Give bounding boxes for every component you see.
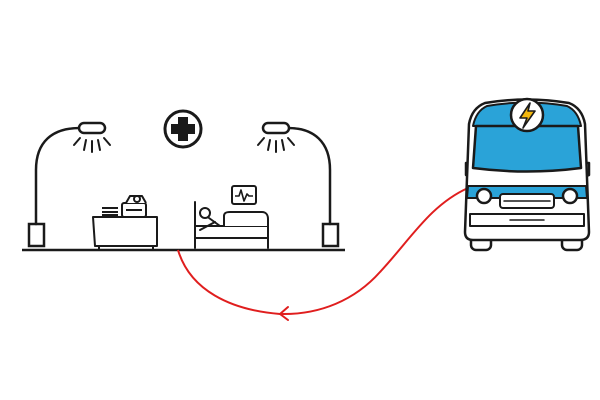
electric-ambulance-van [463,98,591,252]
hospital-bed-icon [194,201,269,249]
power-cable-arrow [177,187,469,321]
medical-cross-icon [163,109,203,149]
heart-monitor-icon [231,185,257,205]
lightning-bolt-icon [509,97,545,133]
right-street-lamp-icon [257,121,340,248]
equipment-table-icon [92,195,158,249]
left-street-lamp-icon [27,121,111,248]
